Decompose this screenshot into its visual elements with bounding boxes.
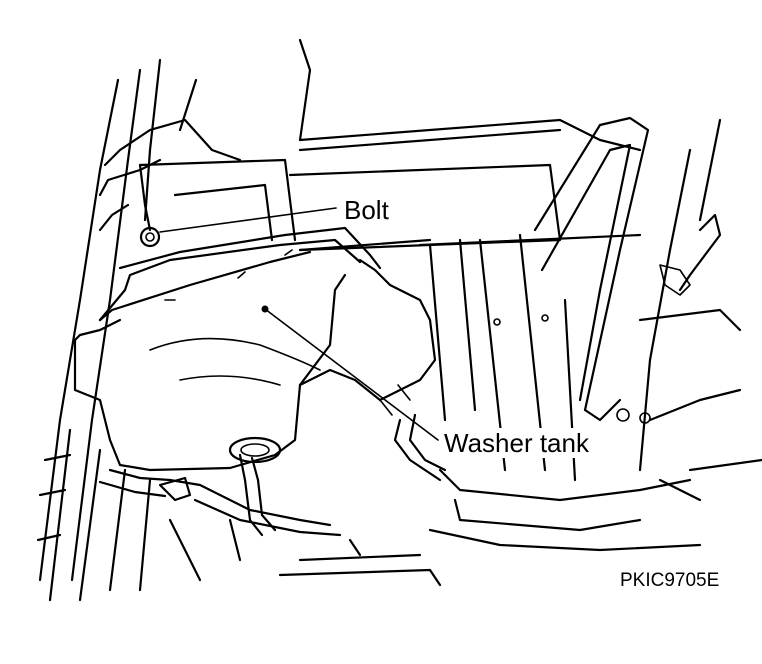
figure-code: PKIC9705E [620, 570, 720, 591]
washer-tank-leader-line [264, 308, 439, 441]
bolt [139, 226, 161, 248]
bolt-leader-line [159, 207, 337, 233]
washer-tank [73, 158, 447, 537]
bolt-label: Bolt [342, 195, 391, 225]
vehicle-frame-lines [36, 38, 762, 602]
washer-tank-label: Washer tank [440, 428, 593, 458]
leader-lines [159, 207, 439, 441]
